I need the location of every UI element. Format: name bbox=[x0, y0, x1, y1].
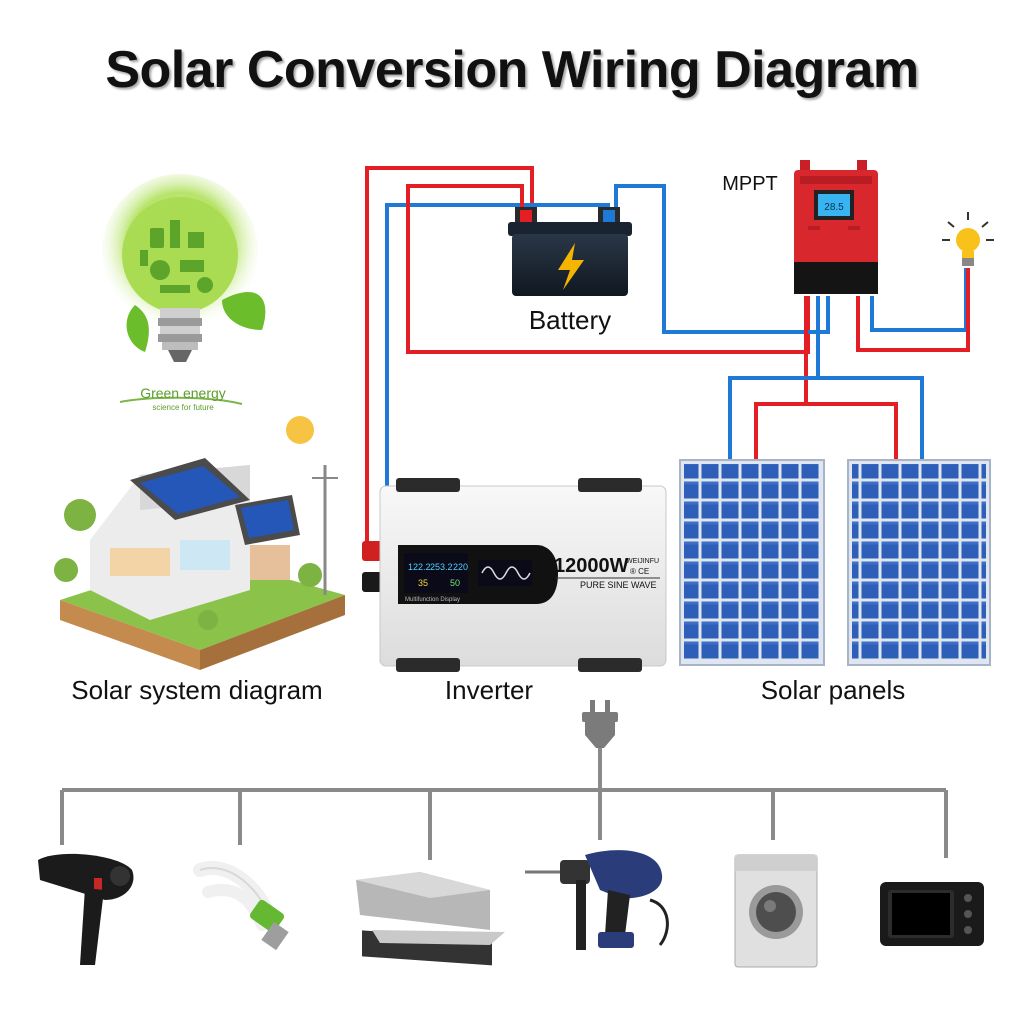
mppt-label: MPPT bbox=[722, 173, 778, 195]
hair-dryer-icon bbox=[38, 853, 134, 965]
battery-label: Battery bbox=[529, 305, 611, 335]
light-bulb-icon bbox=[942, 212, 994, 266]
inverter-wave-label: PURE SINE WAVE bbox=[580, 580, 657, 590]
inverter-icon: 122.2 253.2 220 35 50 Multifunction Disp… bbox=[362, 478, 667, 672]
inverter-label: Inverter bbox=[445, 675, 533, 705]
inverter-cert: ® CE bbox=[630, 567, 649, 576]
inverter-lcd-top-mid: 220 bbox=[453, 562, 468, 572]
solar-house-icon bbox=[54, 416, 345, 670]
inverter-lcd-bottom-left: 35 bbox=[418, 578, 428, 588]
inverter-lcd-top-right: 253.2 bbox=[430, 562, 453, 572]
inverter-lcd-bottom-right: 50 bbox=[450, 578, 460, 588]
load-bus bbox=[60, 748, 948, 860]
wire-load-negative bbox=[870, 268, 968, 332]
solar-system-label: Solar system diagram bbox=[71, 675, 322, 705]
inverter-lcd-top-left: 122.2 bbox=[408, 562, 431, 572]
drill-icon bbox=[525, 850, 669, 950]
wire-load-positive bbox=[856, 268, 970, 352]
battery-icon bbox=[508, 207, 632, 296]
inverter-brand: WEIJINFU bbox=[626, 558, 659, 565]
printer-icon bbox=[356, 872, 505, 966]
green-energy-bulb-icon bbox=[102, 174, 266, 405]
mppt-controller-icon: 28.5 bbox=[794, 160, 878, 294]
inverter-display-caption: Multifunction Display bbox=[405, 597, 460, 603]
mppt-display-value: 28.5 bbox=[824, 202, 844, 213]
solar-panel-icon bbox=[679, 459, 825, 666]
page-title: Solar Conversion Wiring Diagram bbox=[105, 41, 919, 99]
microwave-oven-icon bbox=[880, 882, 984, 946]
inverter-power: 12000W bbox=[554, 555, 629, 577]
green-energy-sub-label: science for future bbox=[152, 403, 214, 412]
wire-inverter-positive bbox=[365, 166, 534, 548]
wire-pv-positive bbox=[754, 296, 898, 460]
washing-machine-icon bbox=[734, 854, 818, 968]
solar-panels-label: Solar panels bbox=[761, 675, 906, 705]
green-energy-label: Green energy bbox=[140, 385, 226, 401]
solar-panel-icon bbox=[847, 459, 991, 666]
wires bbox=[365, 166, 970, 548]
wire-battery-negative-mppt bbox=[614, 184, 830, 334]
wire-pv-negative bbox=[728, 296, 924, 460]
cfl-bulb-icon bbox=[193, 861, 289, 951]
plug-icon bbox=[582, 700, 618, 748]
